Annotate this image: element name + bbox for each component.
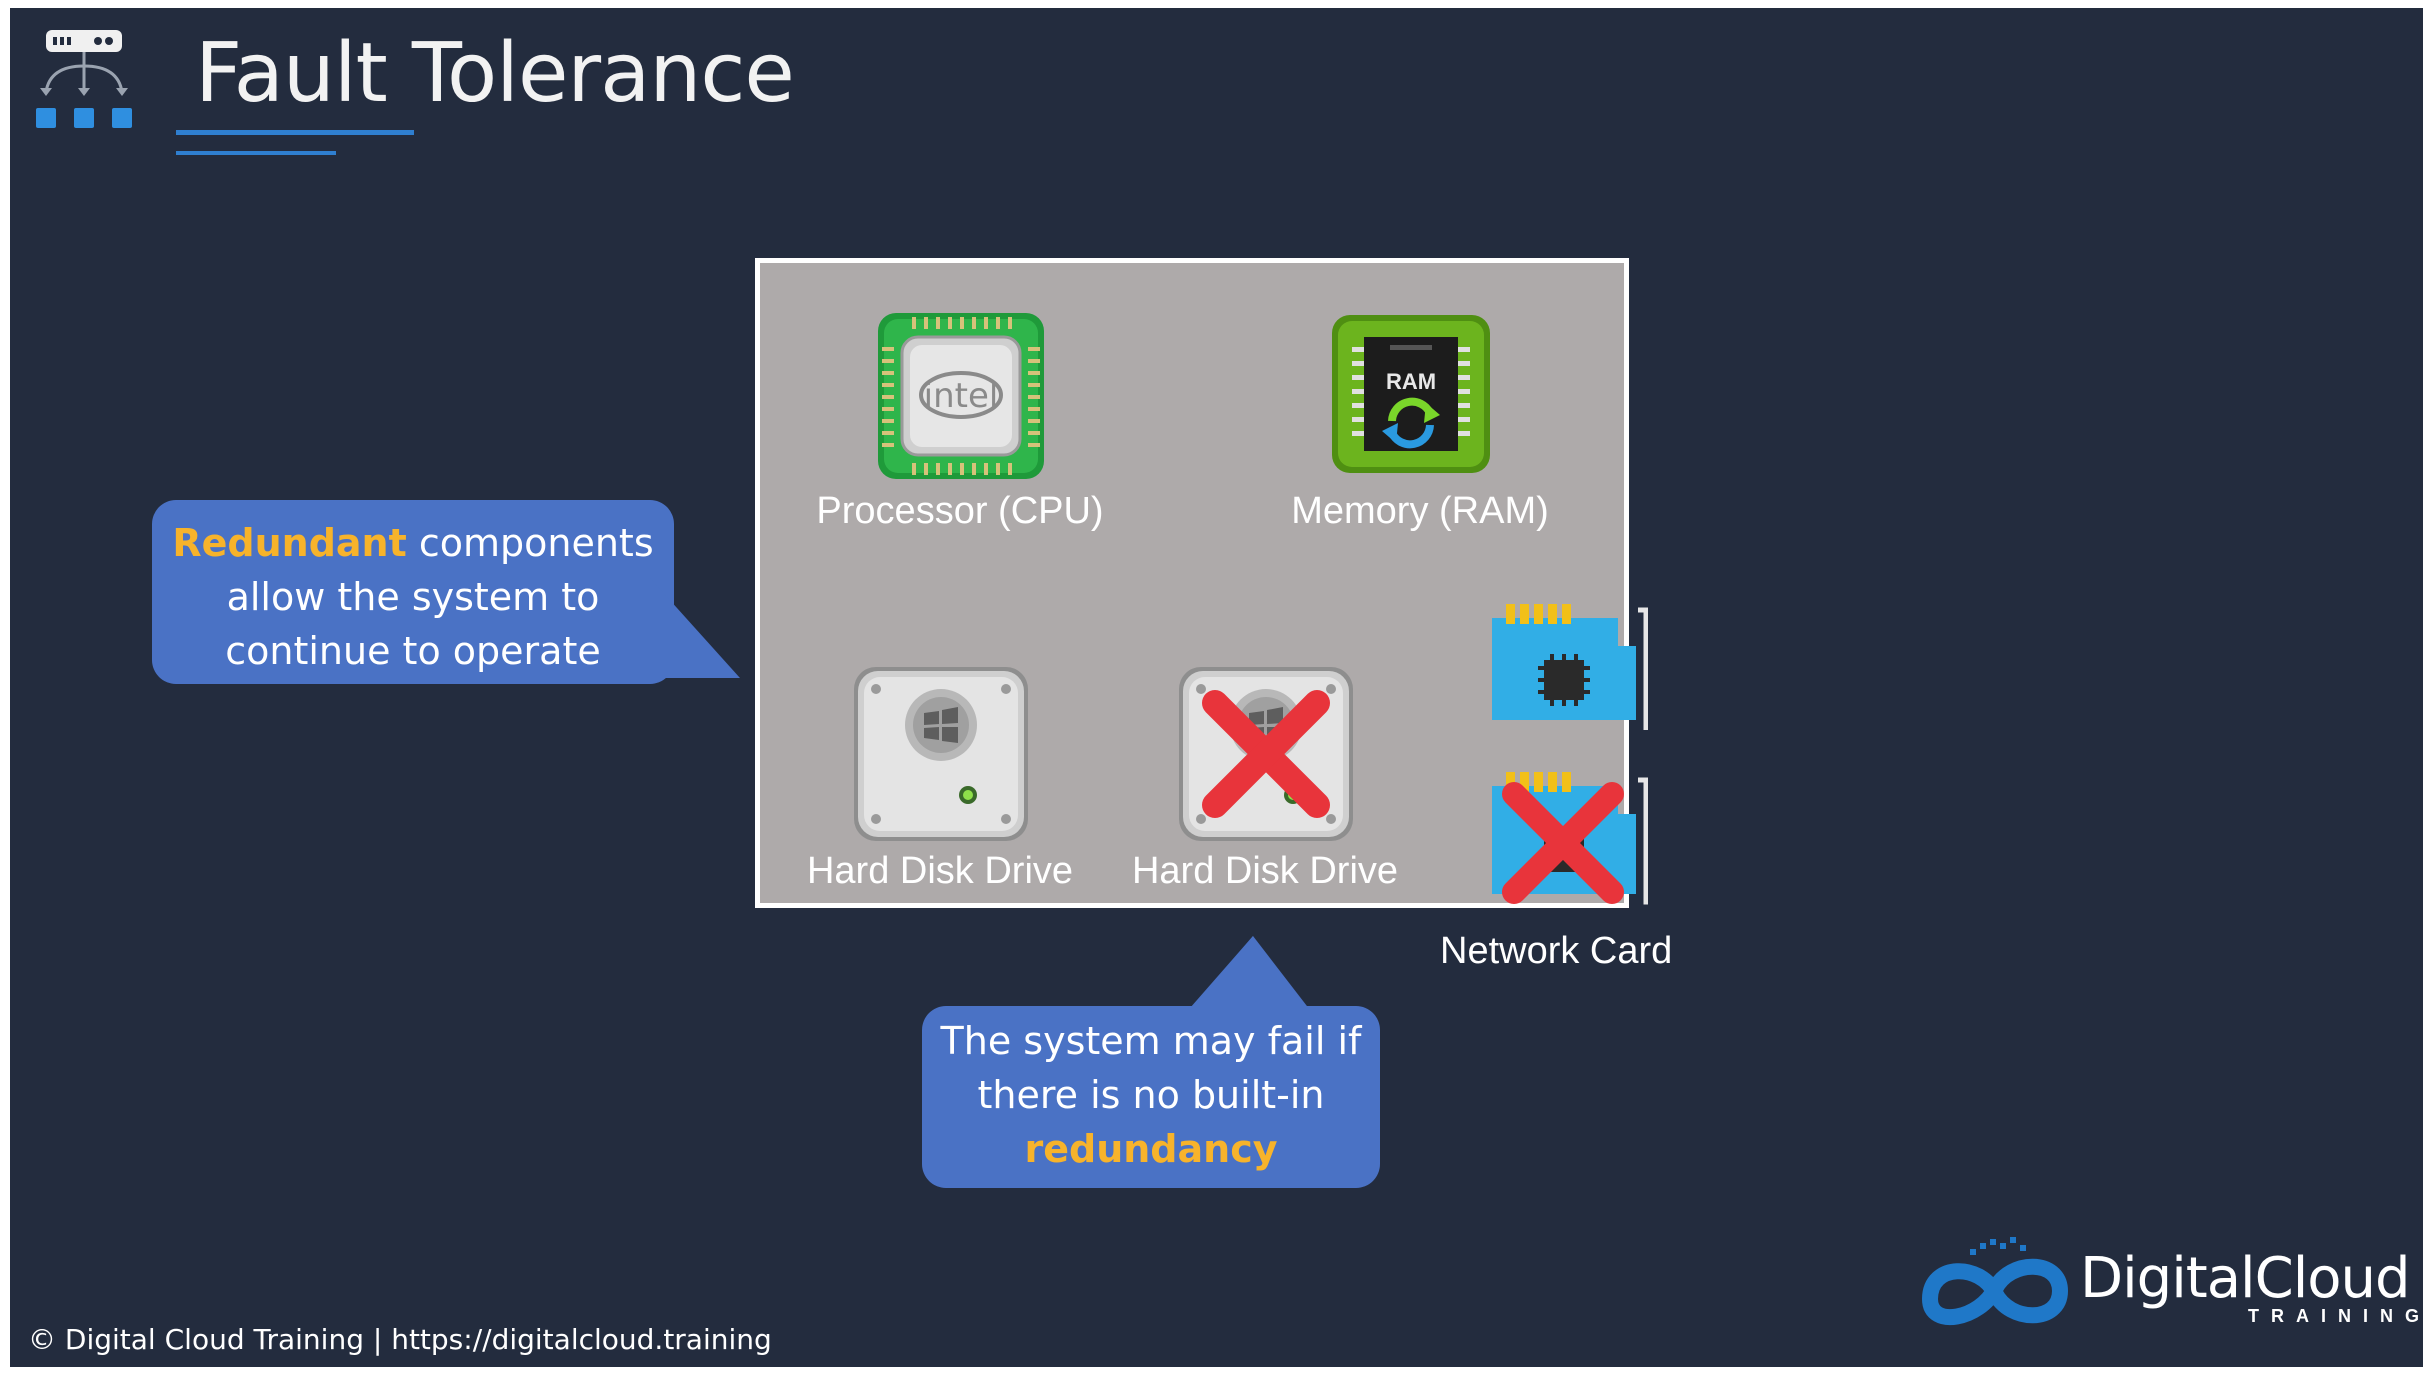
cpu-icon: intel: [878, 313, 1044, 479]
callout-left-text: Redundant components allow the system to…: [152, 516, 674, 678]
brand-subtitle: TRAINING: [2248, 1306, 2423, 1326]
digitalcloud-infinity-logo-icon: [1921, 1237, 2069, 1325]
callout-bottom-text: The system may fail if there is no built…: [922, 1014, 1380, 1176]
failure-x-icon: [1502, 782, 1624, 904]
callout-left-line3: continue to operate: [225, 629, 601, 673]
network-hierarchy-icon: [36, 30, 132, 128]
network-card-label: Network Card: [1440, 930, 1673, 972]
slide: Fault Tolerance intel Processor (CPU) RA…: [10, 8, 2423, 1367]
title-underline-short: [176, 151, 336, 155]
callout-left-bubble: [152, 500, 740, 684]
hard-disk-drive-icon: [854, 667, 1028, 841]
callout-left-highlight: Redundant: [172, 521, 407, 565]
brand-name: DigitalCloud: [2080, 1246, 2411, 1311]
title-underline: [176, 130, 414, 135]
failure-x-icon: [1202, 690, 1330, 818]
hdd1-label: Hard Disk Drive: [806, 850, 1074, 892]
cpu-chip-text: intel: [924, 376, 999, 416]
callout-left-line2: allow the system to: [226, 575, 600, 619]
callout-bottom-line2: there is no built-in: [977, 1073, 1325, 1117]
cpu-label: Processor (CPU): [816, 490, 1104, 532]
callout-bottom-line1: The system may fail if: [940, 1019, 1362, 1063]
network-card-failed-icon: [1492, 772, 1648, 905]
ram-label: Memory (RAM): [1291, 490, 1549, 532]
ram-icon: RAM: [1332, 315, 1490, 473]
slide-title: Fault Tolerance: [195, 26, 795, 121]
callout-bottom-bubble: [922, 936, 1380, 1188]
ram-chip-text: RAM: [1386, 369, 1436, 394]
hdd2-label: Hard Disk Drive: [1131, 850, 1399, 892]
footer-copyright: © Digital Cloud Training | https://digit…: [28, 1323, 772, 1356]
hard-disk-drive-failed-icon: [1179, 667, 1353, 841]
network-card-icon: [1492, 604, 1648, 730]
callout-bottom-highlight: redundancy: [1024, 1127, 1278, 1171]
callout-left-line1: components: [406, 521, 654, 565]
